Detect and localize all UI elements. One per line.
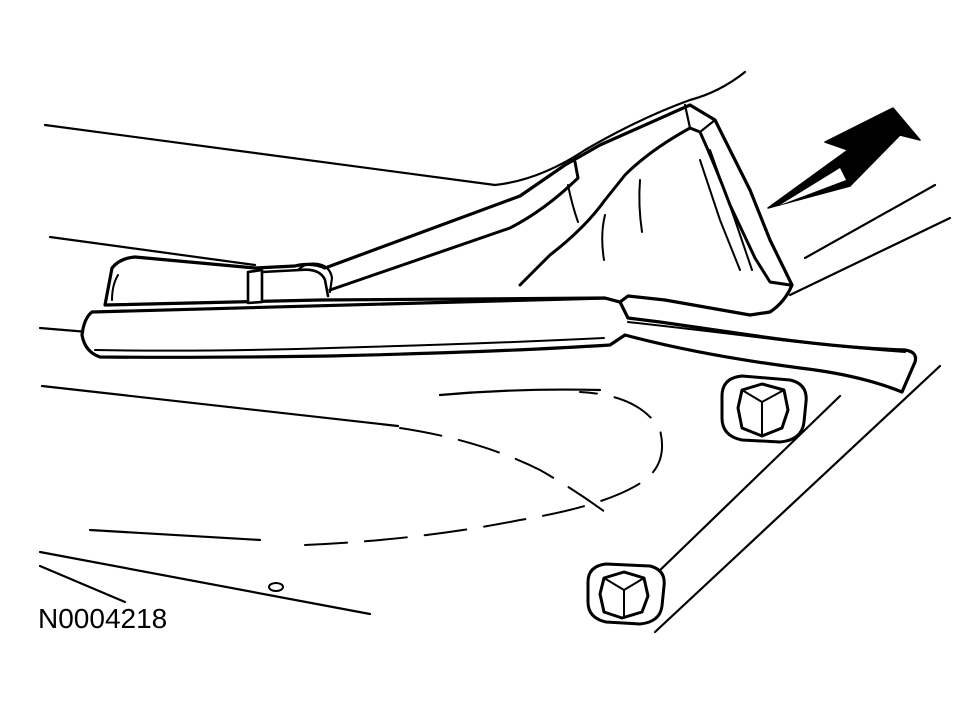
hidden-lines [304, 391, 664, 546]
figure-reference-code: N0004218 [38, 603, 168, 634]
frame-lines [38, 70, 952, 634]
small-hole [268, 582, 284, 592]
flange-nut-lower [586, 562, 666, 626]
arrow-icon [767, 107, 921, 209]
bracket [80, 103, 918, 394]
flange-nut-upper [720, 374, 808, 444]
